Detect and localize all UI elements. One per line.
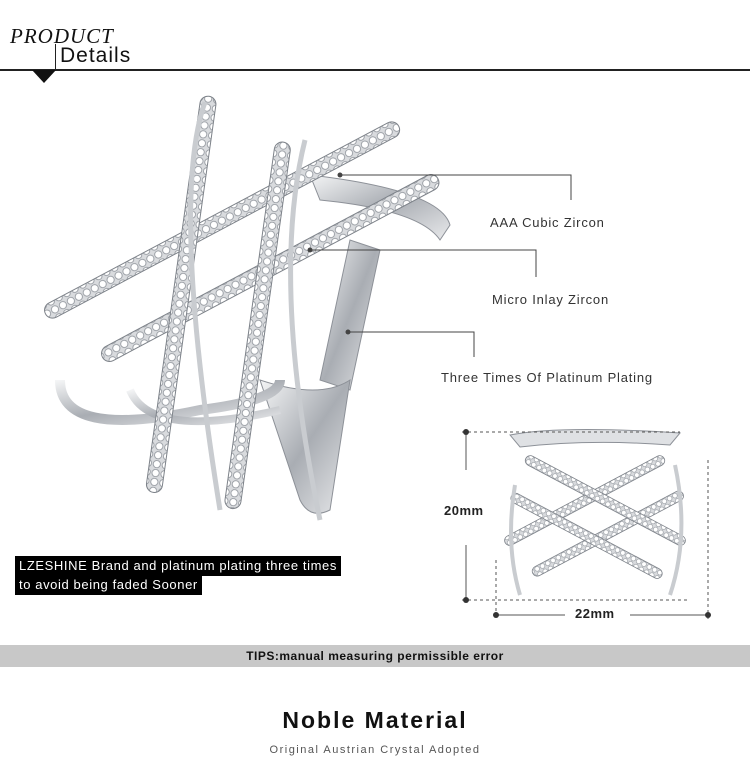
product-details-header: PRODUCT Details bbox=[0, 0, 750, 90]
dimension-width-label: 22mm bbox=[575, 606, 615, 621]
header-rule bbox=[0, 69, 750, 71]
noble-material-title: Noble Material bbox=[282, 707, 468, 733]
callout-platinum-plating: Three Times Of Platinum Plating bbox=[441, 370, 653, 385]
tips-bar: TIPS:manual measuring permissible error bbox=[0, 645, 750, 667]
header-details-text: Details bbox=[60, 44, 132, 67]
dimension-ring-image bbox=[500, 425, 690, 605]
dimension-height-label: 20mm bbox=[444, 503, 484, 518]
header-triangle-marker bbox=[32, 70, 56, 83]
callout-micro-inlay-zircon: Micro Inlay Zircon bbox=[492, 292, 609, 307]
brand-note-line2: to avoid being faded Sooner bbox=[15, 575, 202, 595]
header-product-text: PRODUCT bbox=[10, 24, 114, 48]
callout-aaa-cubic-zircon: AAA Cubic Zircon bbox=[490, 215, 605, 230]
main-ring-image bbox=[20, 80, 480, 540]
brand-note-line1: LZESHINE Brand and platinum plating thre… bbox=[15, 556, 341, 576]
noble-material-subtitle: Original Austrian Crystal Adopted bbox=[269, 744, 481, 756]
header-divider bbox=[55, 44, 56, 69]
